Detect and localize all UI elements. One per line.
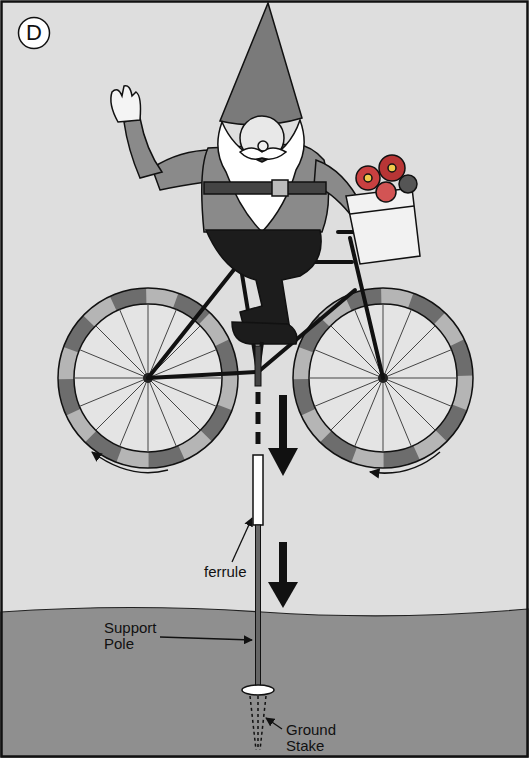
ground: [1, 608, 528, 758]
ground-stake: [250, 696, 266, 750]
wheel-spoke: [96, 378, 148, 430]
stake-collar: [242, 685, 274, 695]
wheel-spoke: [120, 310, 148, 378]
wheel-spoke: [383, 378, 435, 430]
wheel-spoke: [309, 378, 383, 379]
push-down-arrow: [268, 395, 298, 608]
mount-post: [255, 346, 261, 386]
wheel-spoke: [383, 378, 411, 446]
panel-letter: D: [26, 22, 42, 44]
wheel-spoke: [148, 378, 176, 446]
gnome: [111, 3, 420, 344]
wheel-spoke: [96, 326, 148, 378]
rotation-arrow: [92, 452, 168, 473]
ferrule: [253, 455, 263, 525]
part-label: ferrule: [204, 564, 247, 580]
part-label: Ground Stake: [286, 722, 342, 754]
wheel-spoke: [383, 378, 384, 452]
part-label: Support Pole: [104, 620, 160, 652]
rotation-arrow: [370, 452, 440, 473]
mount-post-hidden: [256, 392, 261, 452]
badge-outline: [19, 18, 50, 49]
wheel-spoke: [315, 378, 383, 406]
wheel-spoke: [331, 378, 383, 430]
panel-letter-badge: D: [17, 16, 51, 50]
wheel-spoke: [383, 304, 384, 378]
support-pole: [256, 525, 261, 688]
wheel-spoke: [148, 304, 149, 378]
wheel-spoke: [80, 378, 148, 406]
wheel-spoke: [383, 378, 457, 379]
wheel-spoke: [383, 326, 435, 378]
leader-line: [160, 518, 282, 729]
wheel-spoke: [74, 378, 148, 379]
wheel-spoke: [148, 378, 149, 452]
wheel-spoke: [148, 378, 200, 430]
wheel-spoke: [383, 350, 451, 378]
